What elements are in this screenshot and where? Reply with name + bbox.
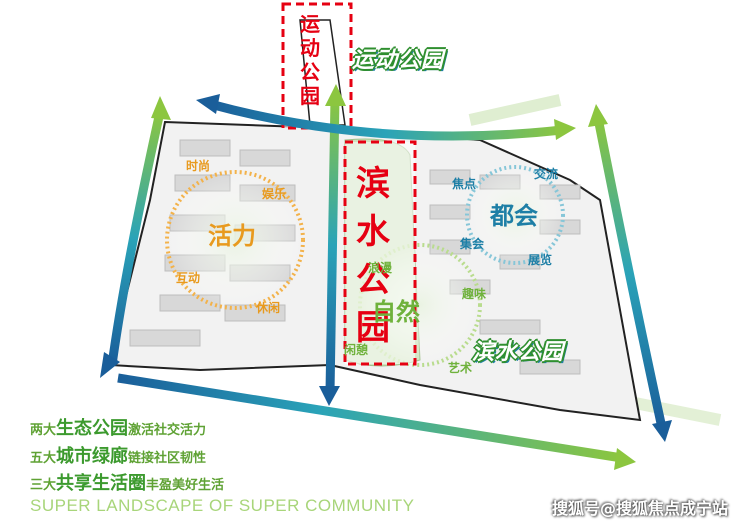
urban-zone-ring [465,165,565,265]
urban-label: 集会 [460,237,485,251]
line-emphasis: 共享生活圈 [56,473,147,494]
nature-label: 趣味 [462,287,487,301]
arrowhead [614,448,636,470]
sports-park-box [281,2,353,130]
corridor-arrow-central [325,97,340,393]
arrowhead [100,352,120,378]
line-emphasis: 生态公园 [56,418,129,439]
line-prefix: 三大 [30,478,57,493]
slogan: SUPER LANDSCAPE OF SUPER COMMUNITY [30,496,415,515]
vitality-label: 休闲 [256,301,281,315]
line-emphasis: 城市绿廊 [56,446,129,467]
waterfront-park-char: 公 [356,260,390,300]
arrowhead [196,94,220,114]
sports-park-char: 公 [300,60,320,84]
sports-park-outline [299,19,346,126]
line-prefix: 两大 [30,423,57,438]
arrowhead [325,84,346,106]
watermark: 搜狐号@搜狐焦点成宁站 [551,499,728,518]
bottom-line-life-circles: 三大共享生活圈丰盈美好生活 [30,469,224,495]
corridor-arrow-west [107,111,165,366]
nature-zone-title: 自然 [372,298,420,326]
sports-park-char: 园 [300,84,320,108]
arrowhead [319,386,340,406]
waterfront-park-char: 水 [356,212,390,252]
nature-label: 闲憩 [344,343,369,357]
bottom-line-ecology-parks: 两大生态公园激活社交活力 [30,414,206,440]
waterfront-park-char: 滨 [356,164,390,204]
vitality-zone-title: 活力 [208,222,256,250]
vitality-zone-ring [165,170,305,310]
corridor-arrow-east [593,117,667,429]
corridor-arrow-north [208,99,563,141]
faint-corridor [468,94,562,126]
urban-label: 交流 [534,167,559,181]
vitality-label: 娱乐 [262,187,287,201]
line-suffix: 激活社交活力 [128,423,207,438]
urban-label: 展览 [528,253,553,267]
sports-park-tag: 运动公园 [352,48,445,73]
waterfront-park-box [343,140,417,366]
waterfront-park-char: 园 [356,308,390,348]
sports-park-char: 动 [300,36,320,60]
nature-label: 浪漫 [368,261,393,275]
line-suffix: 丰盈美好生活 [146,478,225,493]
sports-park-vertical-label: 运 动 公 园 [300,12,320,108]
nature-label: 艺术 [448,361,473,375]
vitality-label: 互动 [176,271,201,285]
urban-zone-title: 都会 [490,202,538,230]
arrowhead [652,420,672,442]
corridor-arrow-south [117,373,623,463]
sports-park-char: 运 [300,12,320,36]
arrowhead [554,119,576,140]
bottom-line-green-corridors: 五大城市绿廊链接社区韧性 [30,442,206,468]
arrowhead [588,104,608,127]
waterfront-park-vertical-label: 滨 水 公 园 [356,160,390,352]
urban-label: 焦点 [452,177,477,191]
waterfront-park-tag: 滨水公园 [472,340,565,365]
vitality-label: 时尚 [186,159,211,173]
line-prefix: 五大 [30,451,57,466]
line-suffix: 链接社区韧性 [128,451,207,466]
arrowhead [151,96,171,120]
